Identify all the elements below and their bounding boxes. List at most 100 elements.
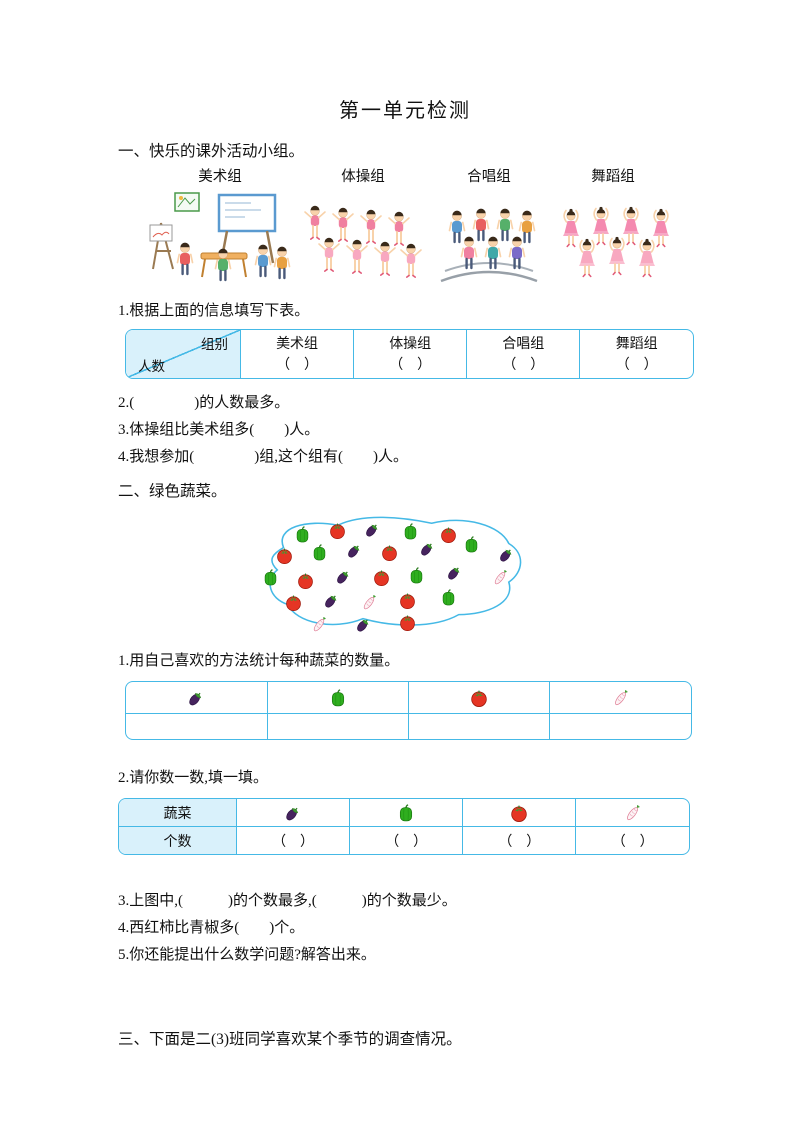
pepper-icon [396,803,416,821]
column-header: 合唱组 [502,337,545,352]
eggplant-icon [497,545,516,564]
gym-group-illustration [304,204,422,279]
question-s1-2: 2.( )的人数最多。 [118,395,290,411]
section3-heading: 三、下面是二(3)班同学喜欢某个季节的调查情况。 [118,1031,462,1048]
radish-icon [611,689,631,705]
groups-table-cell-gym: 体操组 （ ） [353,330,468,378]
veg-header-cell [349,799,464,827]
table-corner-cell: 组别 人数 [126,330,241,378]
tomato-icon [328,521,347,540]
child-figure [496,207,514,242]
question-s2-4: 4.西红柿比青椒多( )个。 [118,920,305,936]
tomato-icon [380,543,399,562]
child-figure [508,235,526,270]
child-figure [638,237,656,278]
veg-header-cell [235,799,351,827]
group-dance-label: 舞蹈组 [591,169,635,185]
answer-blank: （ ） [502,358,545,373]
question-s2-5: 5.你还能提出什么数学问题?解答出来。 [118,947,376,963]
pepper-icon [401,522,420,541]
groups-table-cell-art: 美术组 （ ） [239,330,355,378]
question-s2-1: 1.用自己喜欢的方法统计每种蔬菜的数量。 [118,653,400,669]
child-figure [176,241,194,276]
eggplant-icon [363,520,382,539]
tomato-icon [284,593,303,612]
veg-header-cell [126,682,268,714]
column-header: 美术组 [276,337,319,352]
corner-label-bottom: 人数 [138,359,165,374]
tally-cell [126,713,268,739]
section1-heading: 一、快乐的课外活动小组。 [118,143,305,160]
answer-blank: （ ） [349,826,464,854]
eggplant-icon [354,615,373,634]
section2-heading: 二、绿色蔬菜。 [118,483,227,500]
pepper-icon [407,566,426,585]
child-figure [592,205,610,246]
child-figure [318,236,340,273]
child-figure [254,243,272,278]
tomato-icon [398,613,417,632]
tomato-icon [275,546,294,565]
answer-blank: （ ） [615,358,658,373]
veg-header-cell [549,682,691,714]
child-figure [622,205,640,246]
column-header: 舞蹈组 [615,337,658,352]
tomato-icon [439,525,458,544]
group-gym: 体操组 [300,165,426,287]
question-s1-3: 3.体操组比美术组多( )人。 [118,422,320,438]
count-table-count-label: 个数 [119,826,237,854]
tally-cell [407,713,551,739]
child-figure [360,208,382,245]
group-choir: 合唱组 [434,165,544,287]
child-figure [346,238,368,275]
question-s1-1: 1.根据上面的信息填写下表。 [118,303,310,319]
count-table-veg-label: 蔬菜 [119,799,237,827]
tally-cell [266,713,410,739]
veg-header-cell [266,682,410,714]
column-header: 体操组 [389,337,432,352]
eggplant-icon [345,541,364,560]
pepper-icon [462,535,481,554]
group-dance: 舞蹈组 [550,165,676,287]
child-figure [304,204,326,241]
radish-icon [491,568,510,587]
radish-icon [360,593,379,612]
child-figure [273,245,291,280]
pepper-icon [293,525,312,544]
child-figure [518,209,536,244]
tally-table [125,681,692,740]
groups-table-cell-dance: 舞蹈组 （ ） [579,330,693,378]
answer-blank: （ ） [235,826,351,854]
group-gym-label: 体操组 [341,169,385,185]
answer-blank: （ ） [276,358,319,373]
eggplant-icon [334,567,353,586]
eggplant-icon [418,539,437,558]
child-figure [400,242,422,279]
answer-blank: （ ） [462,826,577,854]
corner-label-top: 组别 [201,337,228,352]
child-figure [608,235,626,276]
tomato-icon [509,805,529,822]
pepper-icon [310,543,329,562]
group-choir-label: 合唱组 [467,169,511,185]
radish-icon [310,615,329,634]
groups-table: 组别 人数 美术组 （ ） 体操组 （ ） 合唱组 （ ） [125,329,694,379]
pepper-icon [328,688,348,706]
tomato-icon [398,591,417,610]
count-table: 蔬菜 个数 （ ） （ ） （ ） （ ） [118,798,690,855]
tally-cell [549,713,691,739]
child-figure [388,210,410,247]
child-figure [448,209,466,244]
group-art: 美术组 [144,165,296,287]
pepper-icon [439,588,458,607]
dance-group-illustration [562,205,670,278]
groups-table-cell-choir: 合唱组 （ ） [466,330,581,378]
child-figure [652,207,670,248]
question-s1-4: 4.我想参加( )组,这个组有( )人。 [118,449,408,465]
tomato-icon [469,690,489,707]
activity-groups-row: 美术组 [118,165,692,287]
eggplant-icon [445,563,464,582]
eggplant-icon [186,690,206,705]
child-figure [562,207,580,248]
child-figure [332,206,354,243]
